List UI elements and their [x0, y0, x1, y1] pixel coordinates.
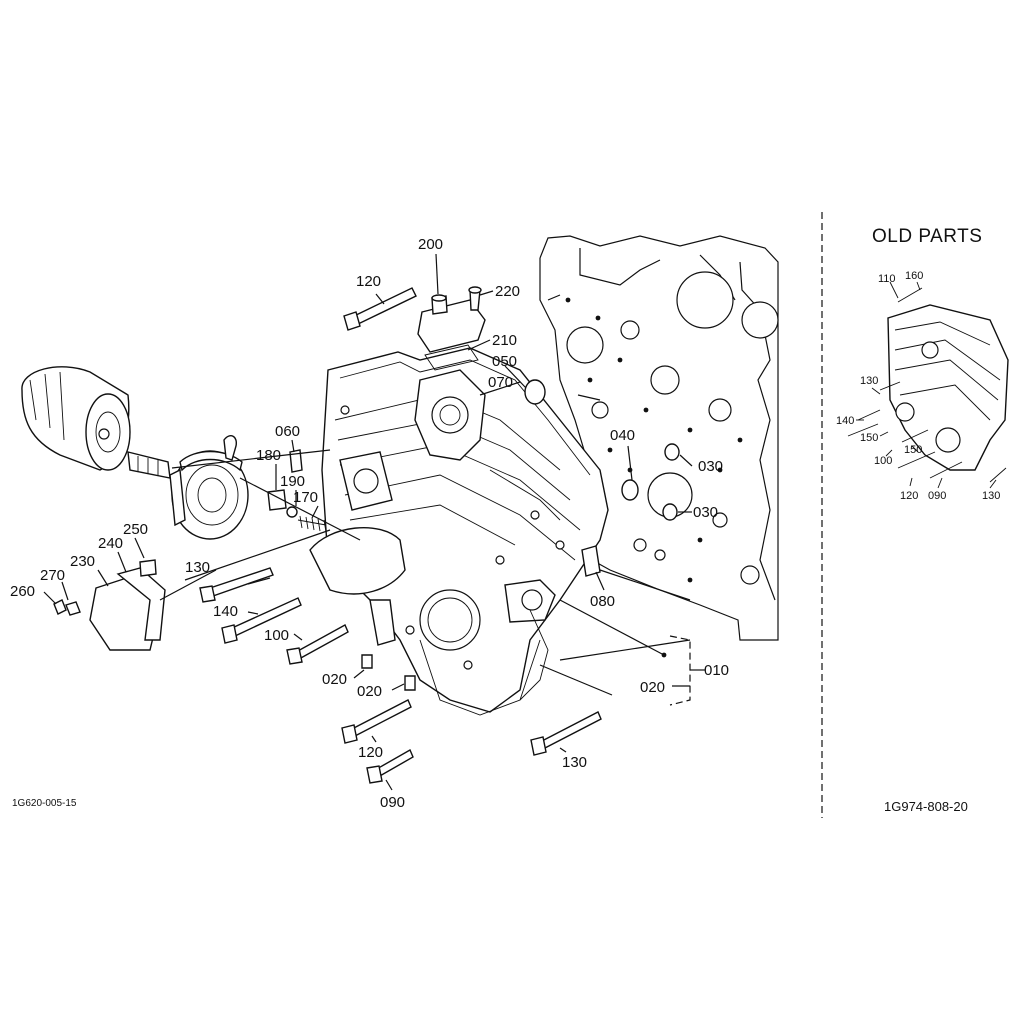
old-callout-130: 130 — [860, 375, 878, 387]
old-callout-130: 130 — [982, 490, 1000, 502]
callout-070: 070 — [488, 374, 513, 391]
old-callout-140: 140 — [836, 415, 854, 427]
oil-filter — [21, 366, 131, 471]
thermostat-cover — [417, 286, 486, 371]
callout-130: 130 — [562, 754, 587, 771]
callout-030: 030 — [698, 458, 723, 475]
old-callout-150: 150 — [860, 432, 878, 444]
callout-170: 170 — [293, 489, 318, 506]
old-callout-090: 090 — [928, 490, 946, 502]
callout-210: 210 — [492, 332, 517, 349]
old-callout-110: 110 — [878, 273, 896, 285]
callout-250: 250 — [123, 521, 148, 538]
callout-labels: 200 220 120 210 050 070 060 180 190 170 … — [10, 236, 729, 811]
callout-050: 050 — [492, 353, 517, 370]
callout-020: 020 — [357, 683, 382, 700]
old-callout-100: 100 — [874, 455, 892, 467]
bolts — [199, 287, 602, 784]
callout-240: 240 — [98, 535, 123, 552]
callout-120: 120 — [358, 744, 383, 761]
callout-030: 030 — [693, 504, 718, 521]
callout-120: 120 — [356, 273, 381, 290]
callout-080: 080 — [590, 593, 615, 610]
callout-190: 190 — [280, 473, 305, 490]
callout-140: 140 — [213, 603, 238, 620]
old-parts-code: 1G974-808-20 — [884, 799, 968, 814]
old-parts-title: OLD PARTS — [872, 226, 982, 247]
callout-100: 100 — [264, 627, 289, 644]
old-parts-inset — [847, 281, 1009, 489]
main-diagram-code: 1G620-005-15 — [12, 798, 77, 809]
callout-130: 130 — [185, 559, 210, 576]
engine-block — [539, 235, 779, 641]
callout-230: 230 — [70, 553, 95, 570]
callout-060: 060 — [275, 423, 300, 440]
old-callout-150: 150 — [904, 444, 922, 456]
oil-cooler — [169, 435, 249, 540]
old-parts-labels: OLD PARTS 110 160 130 140 150 100 150 12… — [836, 226, 1000, 502]
o-rings — [524, 379, 680, 521]
callout-260: 260 — [10, 583, 35, 600]
callout-040: 040 — [610, 427, 635, 444]
callout-270: 270 — [40, 567, 65, 584]
leader-lines — [43, 253, 705, 791]
callout-090: 090 — [380, 794, 405, 811]
callout-010: 010 — [704, 662, 729, 679]
old-callout-120: 120 — [900, 490, 918, 502]
callout-200: 200 — [418, 236, 443, 253]
cover-plate — [53, 559, 166, 651]
old-callout-160: 160 — [905, 270, 923, 282]
callout-020: 020 — [322, 671, 347, 688]
callout-180: 180 — [256, 447, 281, 464]
callout-020: 020 — [640, 679, 665, 696]
callout-220: 220 — [495, 283, 520, 300]
gear-case — [309, 347, 609, 716]
oil-cooler-nipple — [127, 451, 171, 479]
